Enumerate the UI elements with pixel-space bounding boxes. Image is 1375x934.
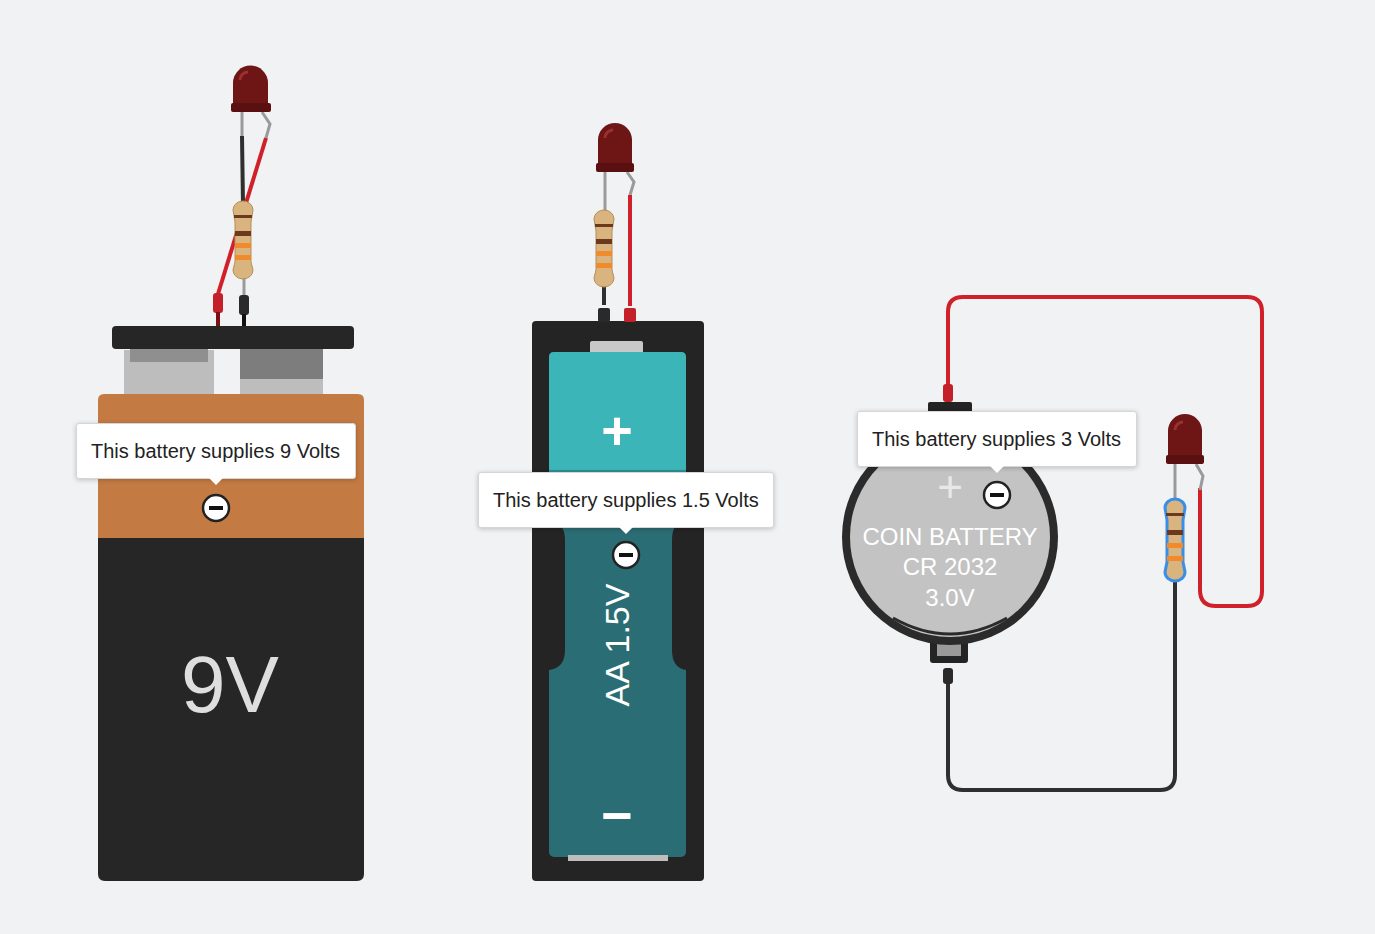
resistor-2 <box>594 210 614 287</box>
probe-icon <box>203 495 229 521</box>
battery-label: CR 2032 <box>903 555 998 579</box>
resistor-1 <box>233 201 253 279</box>
tooltip: This battery supplies 3 Volts <box>857 411 1137 467</box>
tooltip: This battery supplies 1.5 Volts <box>478 472 774 528</box>
battery-label: 3.0V <box>925 586 974 610</box>
tooltip-text: This battery supplies 3 Volts <box>872 427 1121 451</box>
battery-label: COIN BATTERY <box>862 525 1037 549</box>
battery-coin: + COIN BATTERY CR 2032 3.0V <box>850 437 1050 637</box>
resistor-3 <box>1165 499 1185 581</box>
probe-icon <box>984 482 1010 508</box>
polarity-sign: + <box>601 403 633 457</box>
battery-aa: + AA 1.5V − <box>549 352 686 857</box>
led-3 <box>1166 414 1204 464</box>
probe-icon <box>613 542 639 568</box>
polarity-sign: + <box>937 465 963 509</box>
tooltip-text: This battery supplies 9 Volts <box>91 439 340 463</box>
battery-label: AA 1.5V <box>600 584 634 707</box>
led-2 <box>596 123 634 172</box>
polarity-sign: − <box>601 788 633 842</box>
battery-label: 9V <box>181 645 279 725</box>
tooltip: This battery supplies 9 Volts <box>76 423 356 479</box>
battery-9v-drawing <box>98 326 364 881</box>
tooltip-text: This battery supplies 1.5 Volts <box>493 488 759 512</box>
battery-aa-drawing <box>532 308 704 881</box>
wiring-9v <box>213 112 270 326</box>
led-1 <box>231 66 271 113</box>
